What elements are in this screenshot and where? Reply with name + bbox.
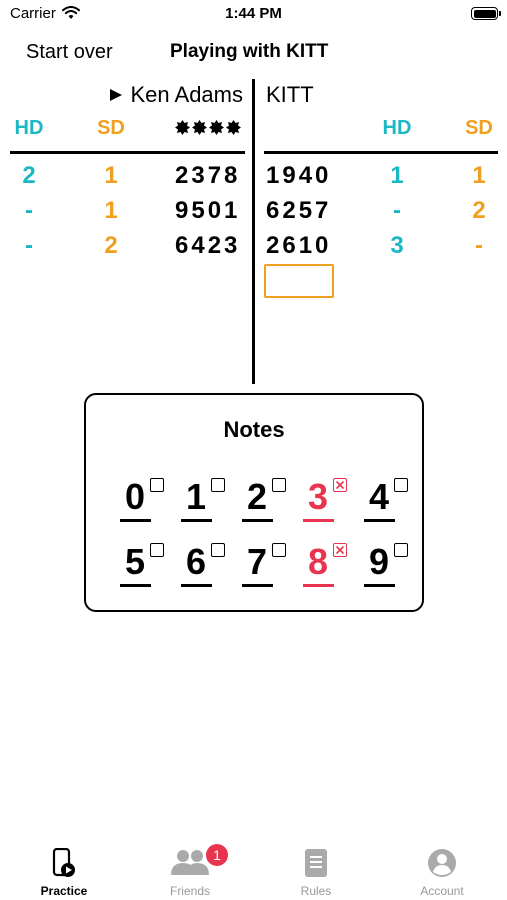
note-underline	[181, 519, 212, 522]
right-row-hd: 1	[390, 162, 404, 189]
right-row-guess: 2610	[266, 232, 332, 259]
note-key-3[interactable]: 3	[300, 477, 350, 527]
page-title: Playing with KITT	[170, 41, 329, 62]
left-row-sd: 1	[104, 197, 118, 224]
note-checkbox-icon[interactable]	[150, 543, 164, 557]
note-digit: 8	[307, 541, 329, 582]
left-row-guess: 6423	[175, 232, 241, 259]
tab-account[interactable]: Account	[379, 836, 505, 900]
note-underline	[364, 519, 395, 522]
note-underline	[120, 584, 151, 587]
note-digit: 6	[185, 541, 207, 582]
right-row-sd: 1	[472, 162, 486, 189]
tab-friends[interactable]: 1 Friends	[127, 836, 253, 900]
right-row-hd: 3	[390, 232, 404, 259]
right-row-sd: -	[475, 232, 483, 259]
note-key-5[interactable]: 5	[117, 542, 167, 592]
tab-rules[interactable]: Rules	[253, 836, 379, 900]
tab-friends-label: Friends	[169, 884, 210, 898]
note-checkbox-icon[interactable]	[211, 543, 225, 557]
mask-dot-icon	[209, 120, 224, 135]
clock: 1:44 PM	[225, 5, 282, 22]
note-checkbox-icon[interactable]	[211, 478, 225, 492]
note-digit: 5	[124, 541, 146, 582]
left-hd-header: HD	[14, 117, 44, 139]
note-underline	[364, 584, 395, 587]
note-key-8[interactable]: 8	[300, 542, 350, 592]
note-crossed-icon[interactable]	[333, 543, 347, 557]
note-crossed-icon[interactable]	[333, 478, 347, 492]
note-digit: 4	[368, 476, 390, 517]
note-checkbox-icon[interactable]	[394, 478, 408, 492]
note-underline	[242, 519, 273, 522]
right-row-guess: 1940	[266, 162, 332, 189]
right-player-name: KITT	[266, 82, 314, 107]
secret-code-masked	[175, 120, 241, 135]
note-key-1[interactable]: 1	[178, 477, 228, 527]
board-divider-vertical	[252, 79, 255, 384]
mask-dot-icon	[192, 120, 207, 135]
note-key-4[interactable]: 4	[361, 477, 411, 527]
left-row-hd: -	[25, 197, 33, 224]
board-divider-left	[10, 151, 245, 154]
note-underline	[303, 519, 334, 522]
notes-title: Notes	[223, 417, 285, 442]
note-digit: 7	[246, 541, 268, 582]
tab-practice[interactable]: Practice	[1, 836, 127, 900]
mask-dot-icon	[226, 120, 241, 135]
note-key-9[interactable]: 9	[361, 542, 411, 592]
note-underline	[242, 584, 273, 587]
mask-dot-icon	[175, 120, 190, 135]
left-row-sd: 1	[104, 162, 118, 189]
left-row-guess: 2378	[175, 162, 241, 189]
board-divider-right	[264, 151, 498, 154]
account-icon	[428, 849, 456, 877]
status-bar: Carrier 1:44 PM	[0, 0, 507, 30]
tab-rules-label: Rules	[300, 884, 332, 898]
note-underline	[303, 584, 334, 587]
note-key-0[interactable]: 0	[117, 477, 167, 527]
left-row-sd: 2	[104, 232, 118, 259]
document-icon	[305, 849, 327, 877]
note-checkbox-icon[interactable]	[394, 543, 408, 557]
note-checkbox-icon[interactable]	[150, 478, 164, 492]
phone-play-icon	[52, 848, 75, 877]
note-underline	[181, 584, 212, 587]
tab-account-label: Account	[420, 884, 464, 898]
note-key-7[interactable]: 7	[239, 542, 289, 592]
note-digit: 9	[368, 541, 390, 582]
left-player-name: Ken Adams	[130, 82, 243, 107]
note-digit: 1	[185, 476, 207, 517]
carrier-label: Carrier	[10, 5, 56, 22]
tab-practice-label: Practice	[40, 884, 88, 898]
friends-badge: 1	[206, 844, 228, 866]
note-digit: 2	[246, 476, 268, 517]
note-checkbox-icon[interactable]	[272, 478, 286, 492]
tab-bar: Practice 1 Friends Rules Account	[0, 836, 507, 900]
right-row-guess: 6257	[266, 197, 332, 224]
notes-panel: Notes 0 1 2 3 4 5 6 7 8	[84, 393, 424, 612]
battery-tip	[499, 11, 501, 16]
guess-input[interactable]	[264, 264, 334, 298]
note-key-2[interactable]: 2	[239, 477, 289, 527]
note-digit: 3	[307, 476, 329, 517]
right-sd-header: SD	[465, 117, 493, 139]
note-underline	[120, 519, 151, 522]
left-row-hd: 2	[22, 162, 36, 189]
note-digit: 0	[124, 476, 146, 517]
right-row-hd: -	[393, 197, 401, 224]
friends-icon	[171, 850, 209, 875]
play-icon	[110, 89, 123, 101]
right-row-sd: 2	[472, 197, 486, 224]
start-over-button[interactable]: Start over	[26, 41, 113, 63]
left-row-guess: 9501	[175, 197, 241, 224]
left-player: Ken Adams	[110, 82, 243, 108]
left-row-hd: -	[25, 232, 33, 259]
left-sd-header: SD	[97, 117, 125, 139]
battery-icon	[471, 7, 498, 20]
note-key-6[interactable]: 6	[178, 542, 228, 592]
right-hd-header: HD	[382, 117, 412, 139]
note-checkbox-icon[interactable]	[272, 543, 286, 557]
wifi-icon	[62, 6, 80, 19]
